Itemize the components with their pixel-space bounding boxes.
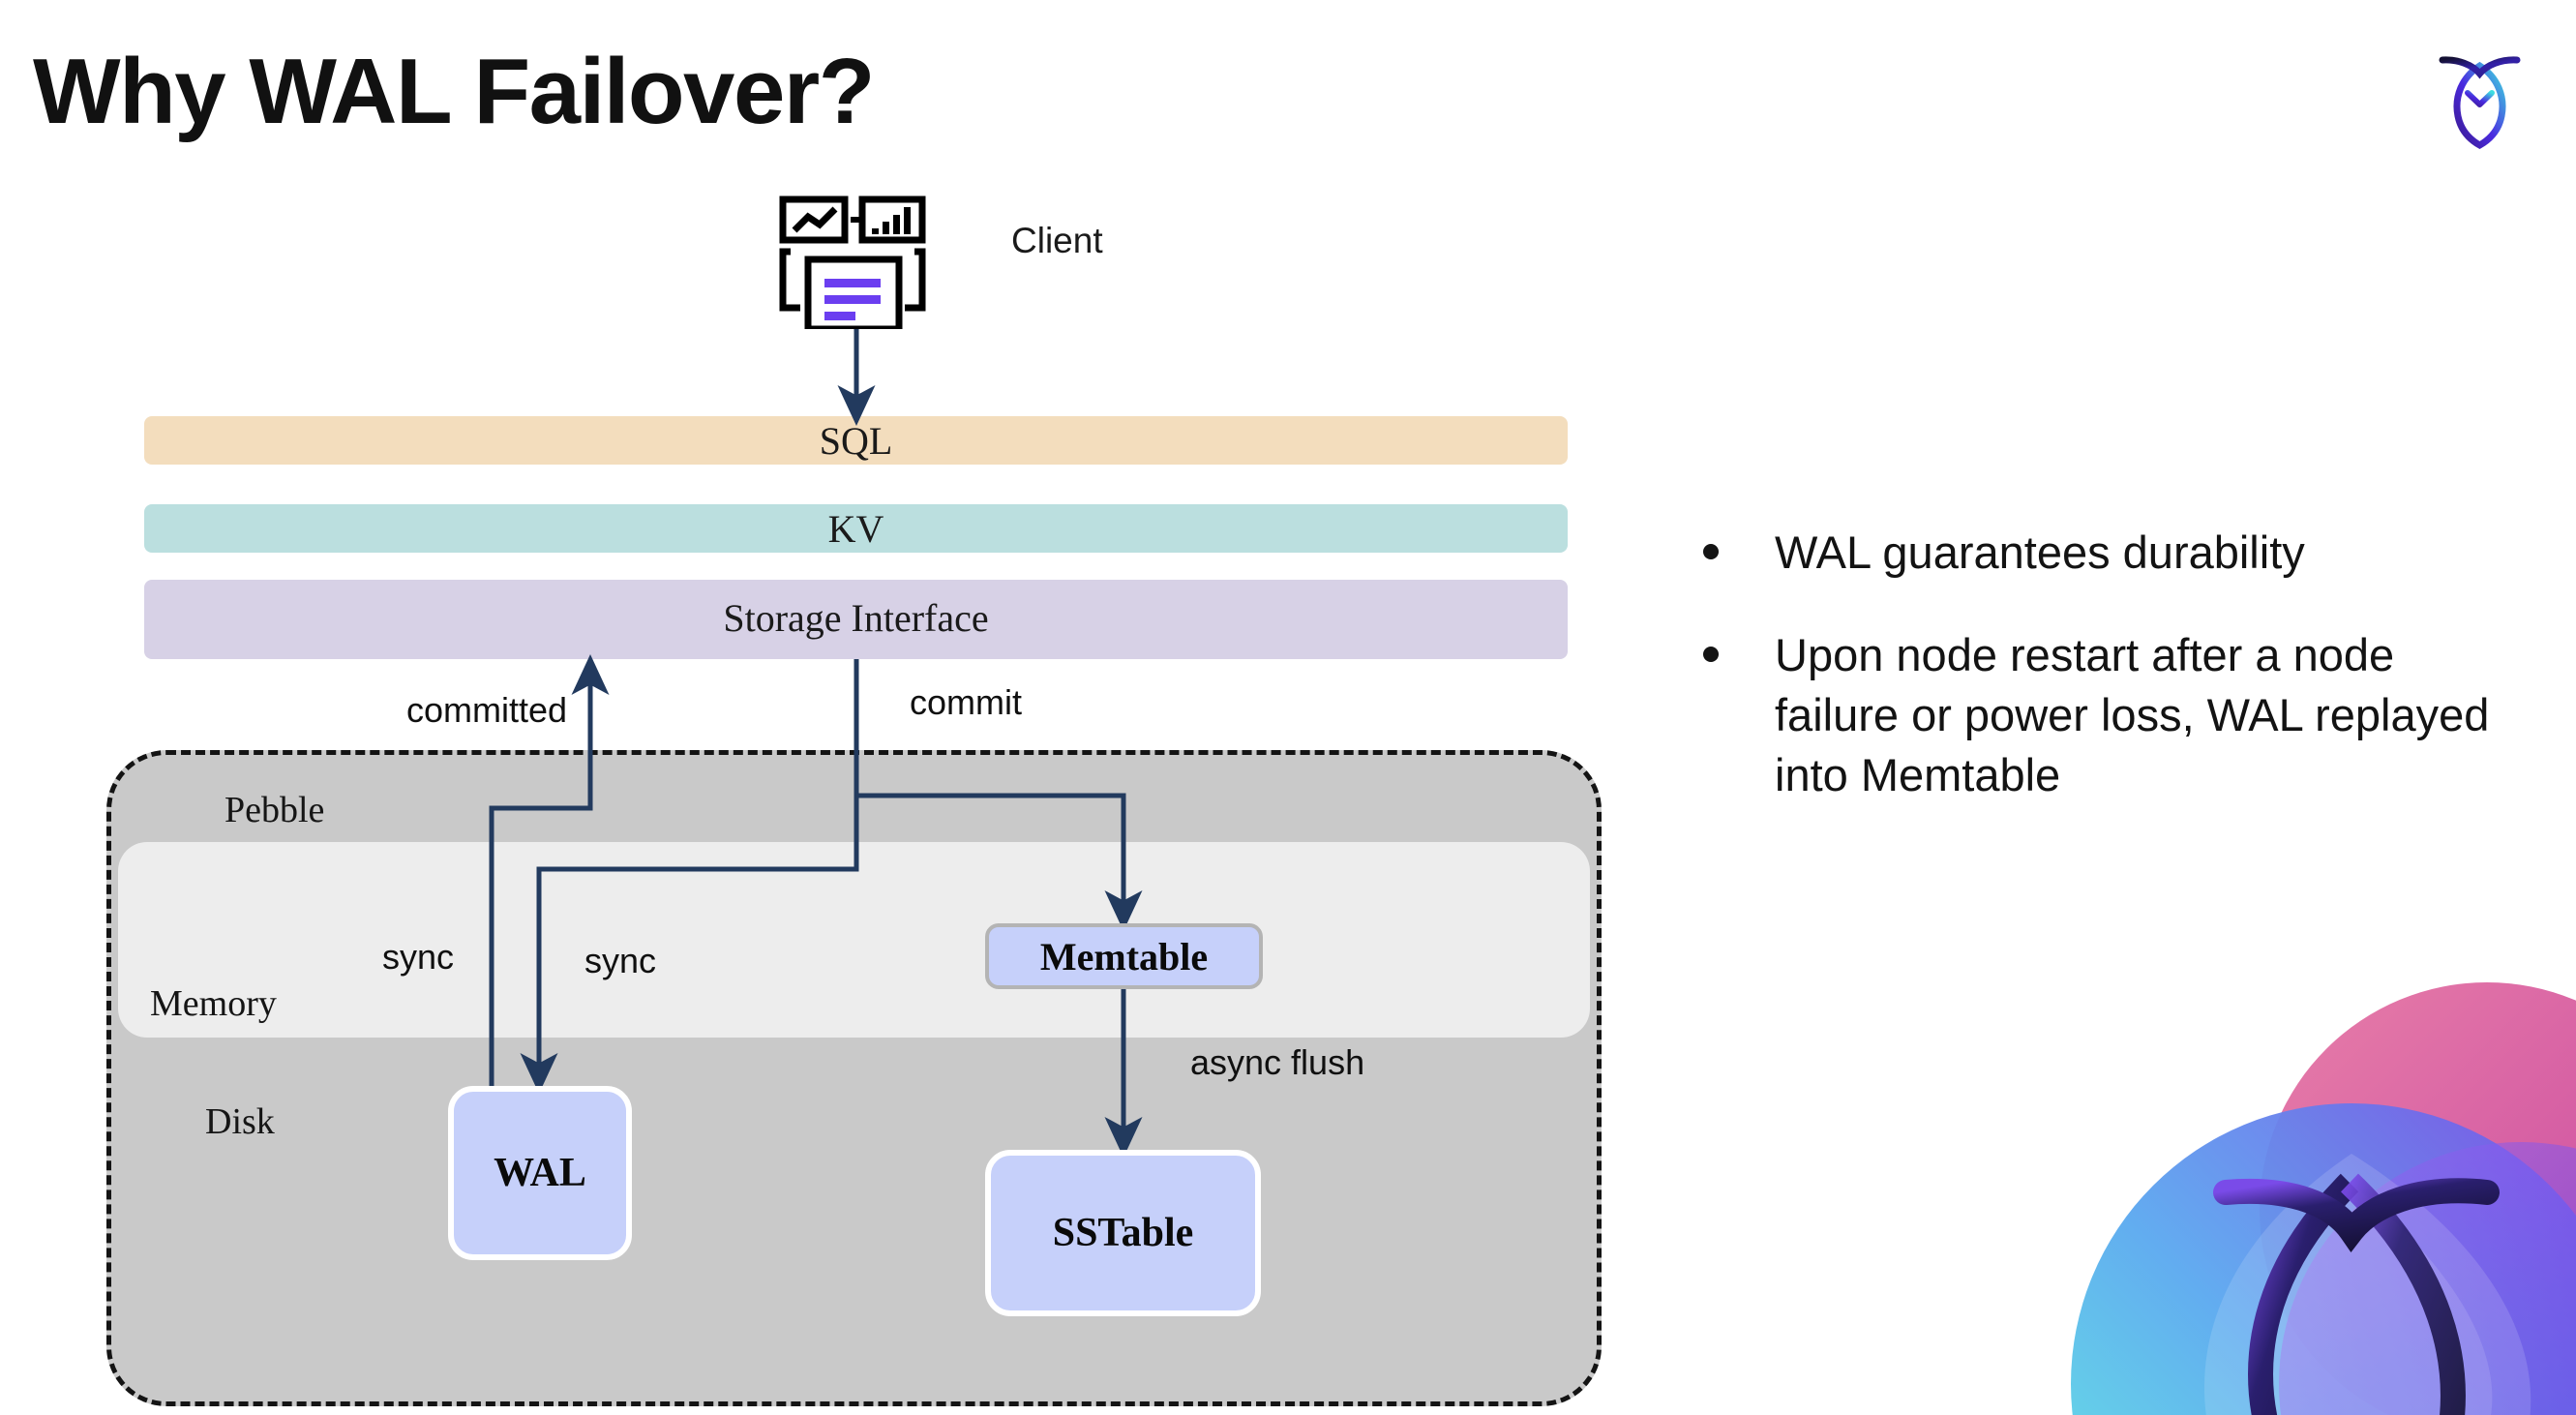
bullet-dot-icon xyxy=(1703,647,1719,663)
edge-label-async-flush: async flush xyxy=(1190,1042,1365,1082)
bullet-text: WAL guarantees durability xyxy=(1775,527,2305,578)
edge-label-sync-left: sync xyxy=(382,937,455,977)
edge-label-sync-right: sync xyxy=(584,941,657,980)
box-sstable: SSTable xyxy=(985,1150,1261,1316)
cockroachdb-logo xyxy=(2439,56,2521,150)
disk-label: Disk xyxy=(205,1101,275,1142)
edge-label-committed: committed xyxy=(406,690,568,730)
client-label: Client xyxy=(1011,221,1103,260)
bullet-text: Upon node restart after a node failure o… xyxy=(1775,629,2490,801)
box-label-wal: WAL xyxy=(494,1151,586,1195)
layer-bar-kv: KV xyxy=(144,504,1568,553)
layer-label-kv: KV xyxy=(827,506,884,551)
architecture-diagram: Client SQL KV Storage Interface Pebble M… xyxy=(106,196,1602,1406)
list-item: WAL guarantees durability xyxy=(1703,523,2497,583)
box-memtable: Memtable xyxy=(985,923,1263,989)
pebble-label: Pebble xyxy=(225,790,325,830)
layer-bar-storage-interface: Storage Interface xyxy=(144,580,1568,659)
memory-label: Memory xyxy=(150,983,277,1024)
list-item: Upon node restart after a node failure o… xyxy=(1703,625,2497,805)
decorative-brand-art xyxy=(2071,982,2576,1415)
diagram-connectors xyxy=(489,329,1143,1159)
memory-region xyxy=(118,842,1590,1038)
box-wal: WAL xyxy=(448,1086,632,1260)
bullet-list: WAL guarantees durability Upon node rest… xyxy=(1703,523,2497,848)
layer-label-storage-interface: Storage Interface xyxy=(723,595,989,640)
page-title: Why WAL Failover? xyxy=(33,40,875,143)
box-label-memtable: Memtable xyxy=(1039,934,1209,978)
edge-label-commit: commit xyxy=(910,682,1022,722)
box-label-sstable: SSTable xyxy=(1052,1211,1194,1255)
bullet-dot-icon xyxy=(1703,544,1719,559)
client-dashboard-icon xyxy=(779,196,926,329)
